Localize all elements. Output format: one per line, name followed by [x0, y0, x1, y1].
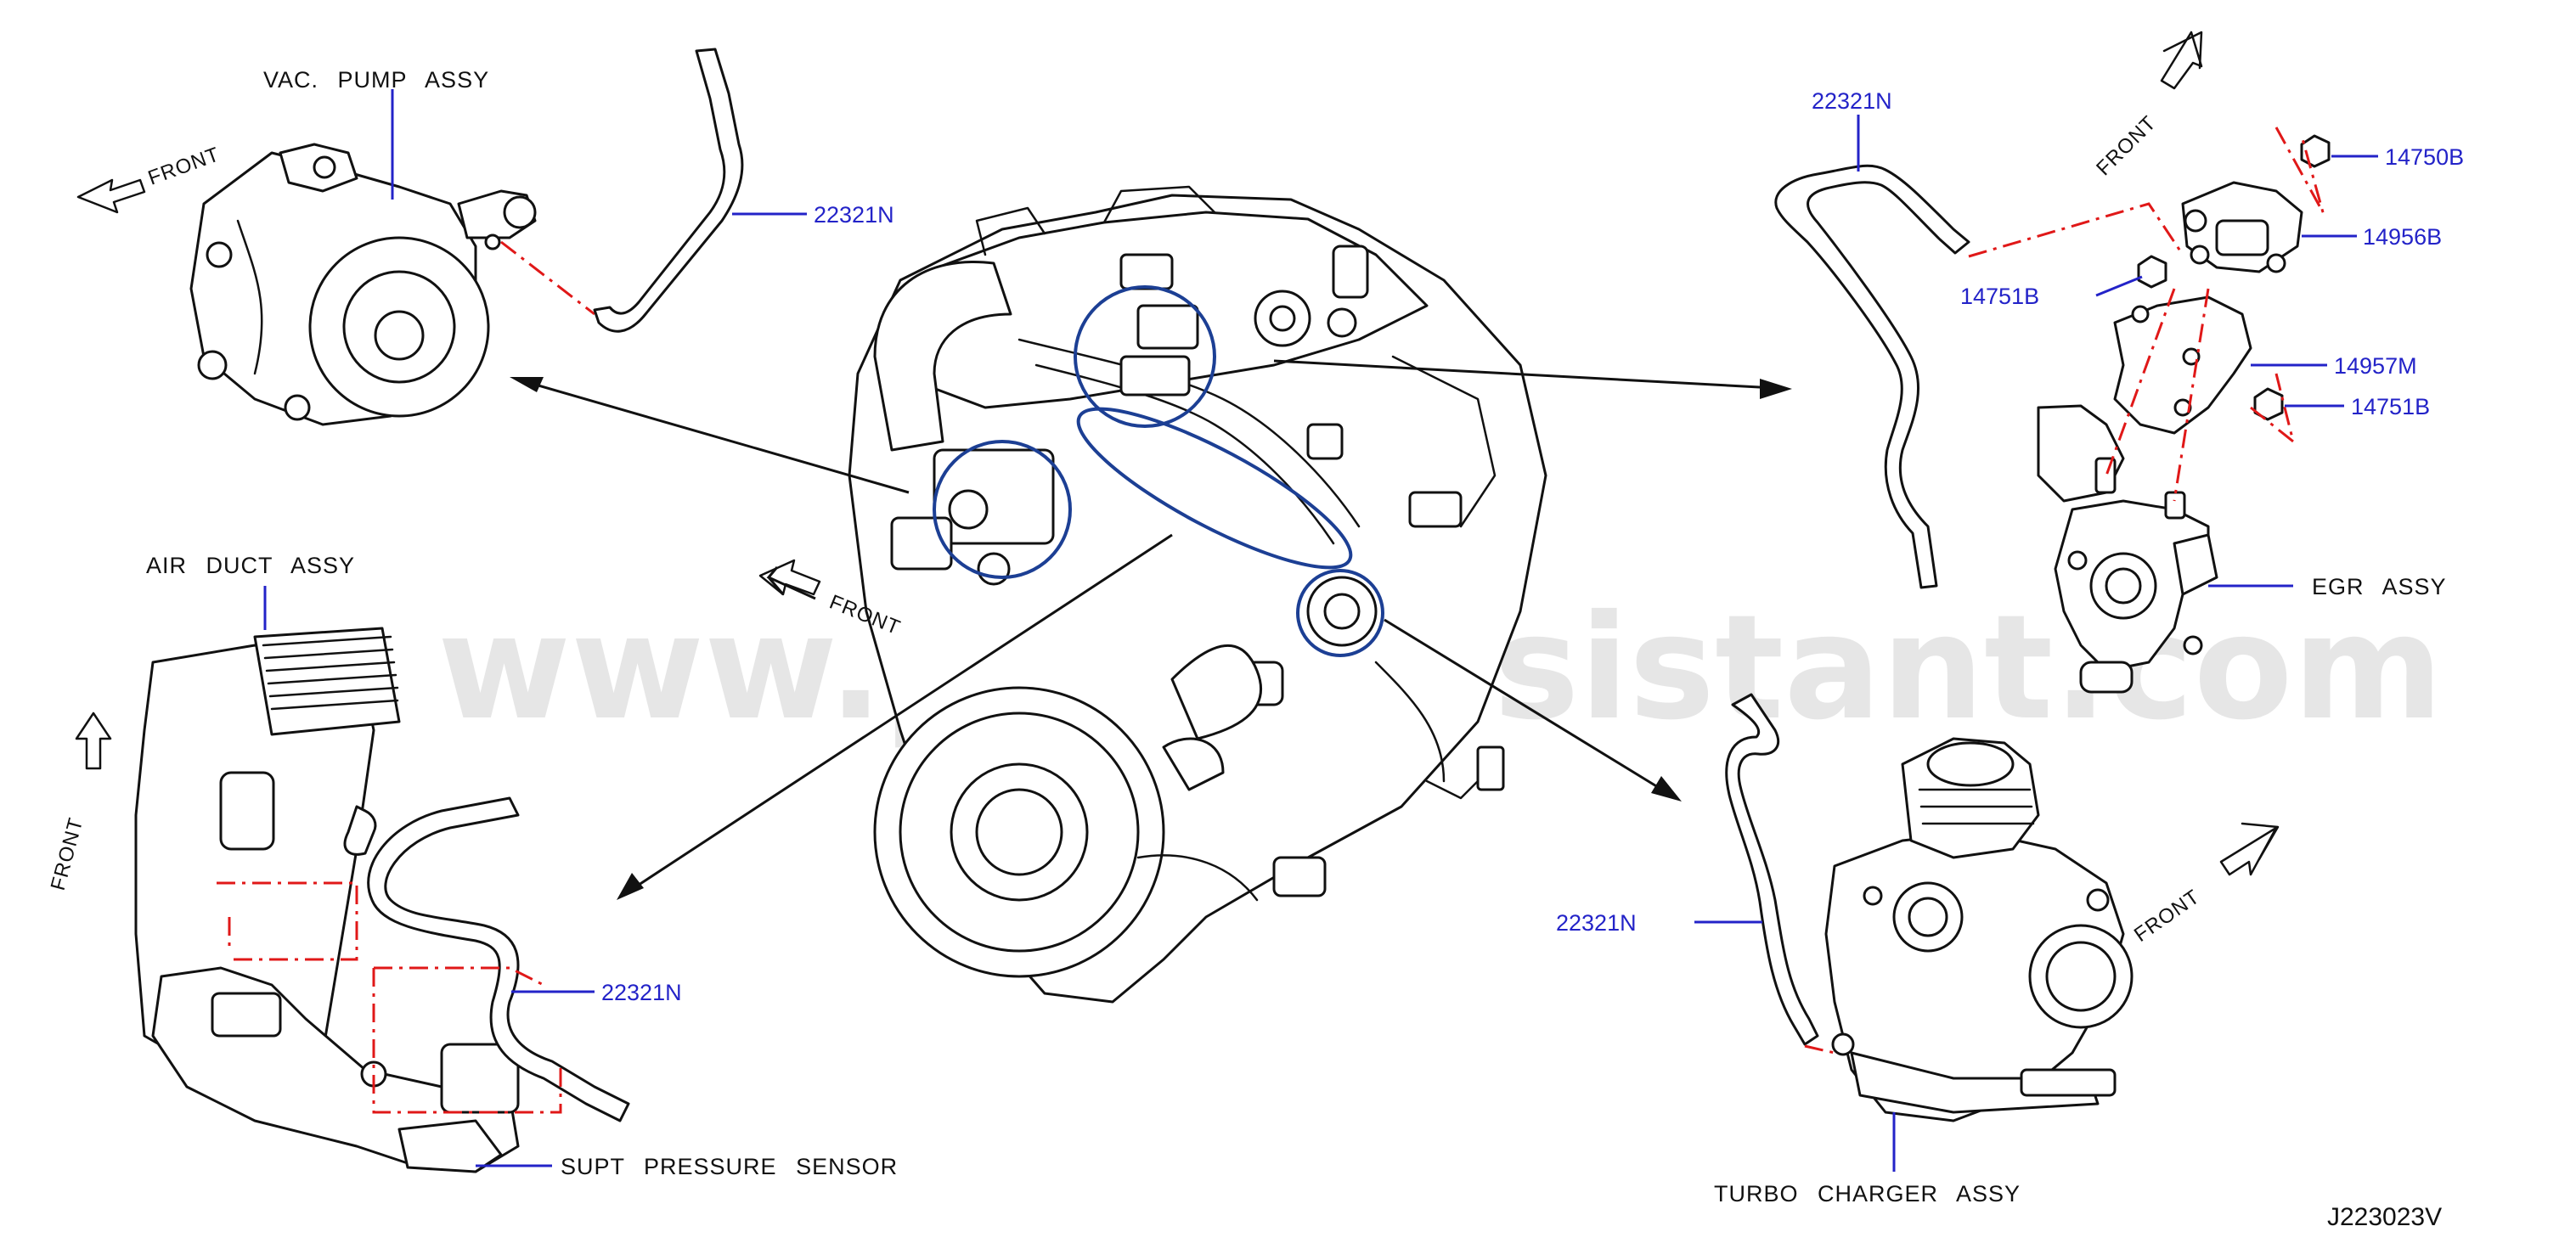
air-duct-hose: [367, 796, 630, 1122]
vac-pump-assembly: [189, 143, 537, 426]
label-supt-pressure-sensor: SUPT PRESSURE SENSOR: [561, 1154, 898, 1179]
phantom-line-air-1: [217, 881, 358, 961]
turbo-charger-assembly: [1824, 737, 2134, 1122]
front-arrow-air: FRONT: [47, 712, 112, 893]
front-label-vac: FRONT: [145, 143, 223, 189]
phantom-line-air-4: [372, 968, 562, 1114]
pn-egr-hose: 22321N: [1812, 88, 1892, 114]
label-turbo-charger-assy: TURBO CHARGER ASSY: [1714, 1181, 2021, 1207]
egr-solenoid-valve: [2181, 181, 2303, 273]
phantom-lines-egr: [1968, 127, 2325, 502]
front-label-air: FRONT: [47, 815, 88, 893]
vac-hose: [593, 48, 744, 333]
nut-left: [2137, 255, 2167, 289]
egr-hose: [1774, 164, 1970, 589]
phantom-line-turbo: [1804, 1044, 1835, 1055]
pn-nut-top: 14750B: [2385, 144, 2464, 170]
air-duct-small-hose: [343, 805, 377, 856]
label-air-duct-assy: AIR DUCT ASSY: [146, 553, 355, 578]
focus-ellipse-hose: [1076, 407, 1353, 570]
pn-nut-left: 14751B: [1960, 284, 2039, 309]
focus-circle-air: [933, 440, 1072, 579]
arrow-head-turbo: [1651, 776, 1682, 802]
label-egr-assy: EGR ASSY: [2312, 574, 2447, 599]
arrow-head-egr: [1760, 379, 1792, 399]
pn-bracket: 14957M: [2334, 353, 2417, 379]
air-duct-assembly: [134, 627, 520, 1173]
leader-arrows: [510, 359, 1792, 900]
diagram-code: J223023V: [2327, 1203, 2442, 1231]
focus-circles: [933, 285, 1384, 657]
pn-turbo-hose: 22321N: [1556, 910, 1637, 936]
front-arrow-turbo: FRONT: [2130, 822, 2280, 947]
engine-block: [848, 185, 1547, 1004]
pn-nut-right: 14751B: [2351, 394, 2430, 419]
turbo-hose: [1725, 693, 1819, 1046]
phantom-line-vac: [500, 240, 595, 316]
pn-air-duct-hose: 22321N: [601, 980, 682, 1005]
leader-nut-left: [2095, 275, 2143, 297]
pn-valve: 14956B: [2363, 224, 2442, 250]
egr-assembly: [2037, 404, 2218, 694]
focus-circle-vac: [1074, 285, 1216, 428]
phantom-line-air-3: [374, 966, 544, 987]
focus-circle-turbo: [1296, 569, 1384, 657]
front-label-egr: FRONT: [2092, 111, 2161, 180]
label-vac-pump-assy: VAC. PUMP ASSY: [263, 67, 489, 93]
front-label-turbo: FRONT: [2130, 886, 2204, 947]
front-arrow-egr: FRONT: [2092, 31, 2203, 180]
nut-right: [2253, 387, 2284, 421]
arrow-head-vac: [510, 377, 544, 392]
front-arrow-vac: FRONT: [76, 143, 223, 214]
arrow-head-air: [617, 873, 644, 900]
pn-vac-hose: 22321N: [814, 202, 894, 228]
egr-bracket: [2113, 295, 2252, 435]
